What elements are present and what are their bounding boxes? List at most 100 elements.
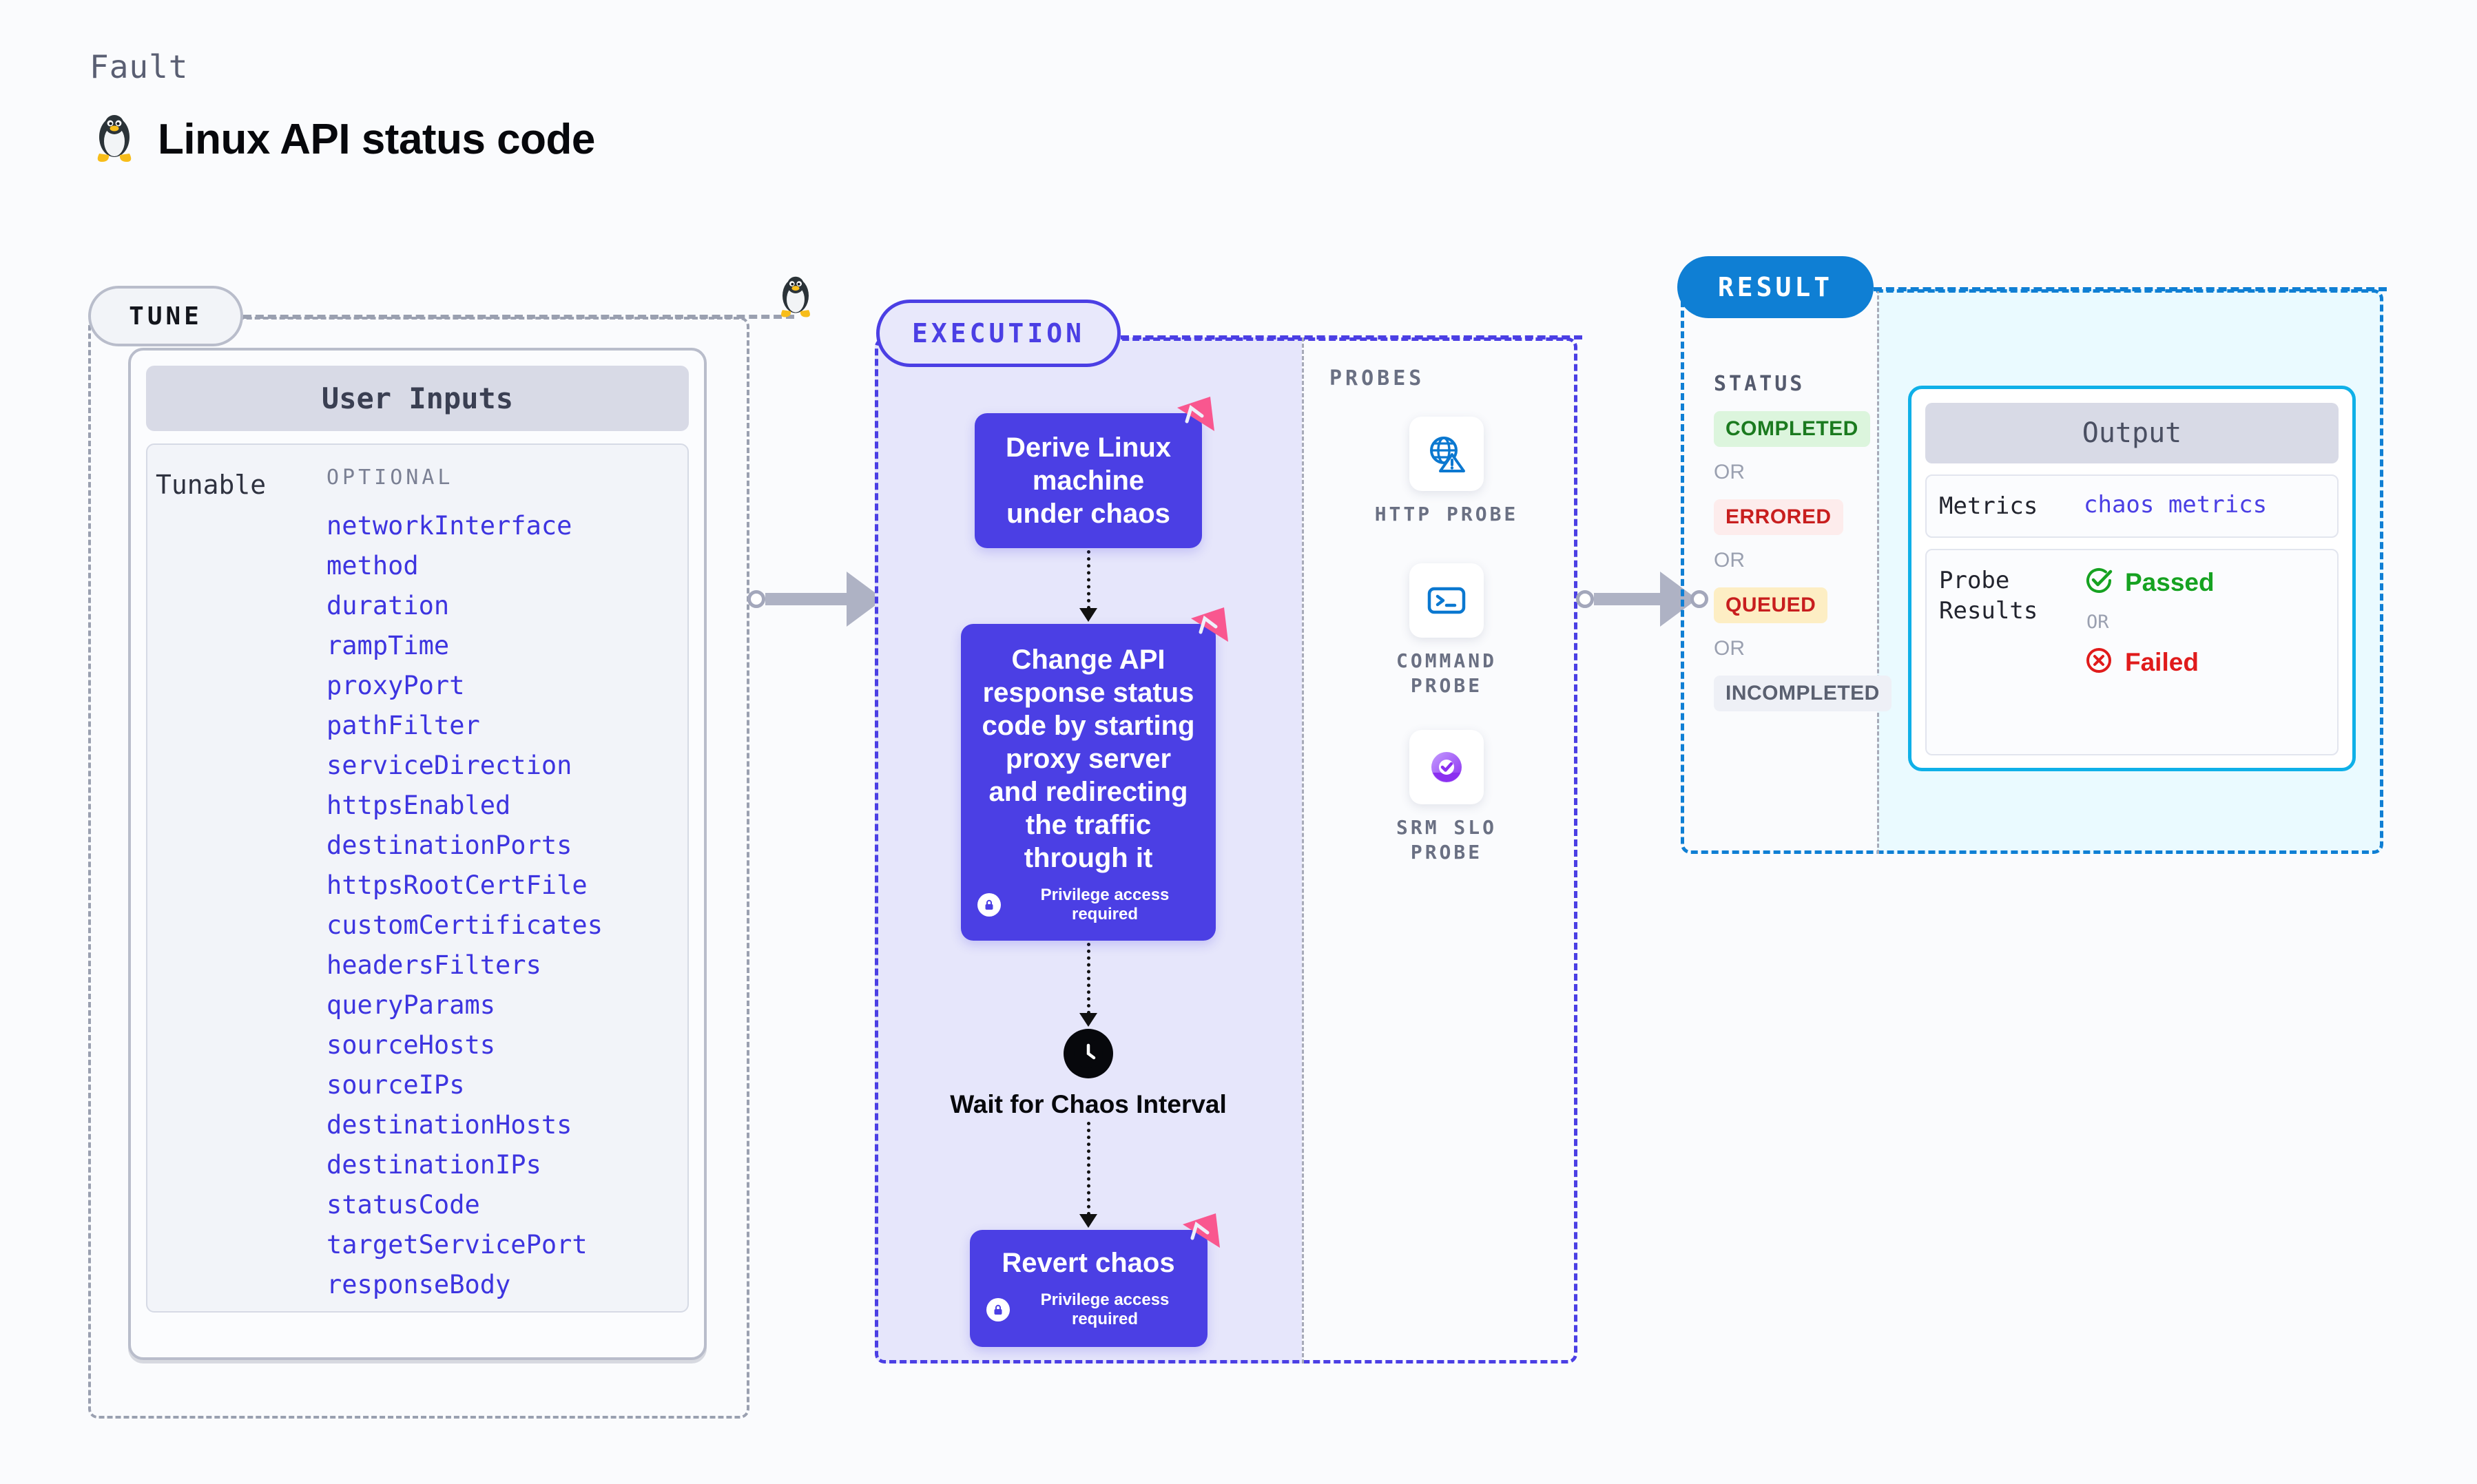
user-inputs-title: User Inputs xyxy=(146,366,689,431)
tune-connector-dash xyxy=(243,315,794,319)
probe-result-failed: Failed xyxy=(2084,645,2215,679)
param-item[interactable]: sourceHosts xyxy=(327,1030,496,1060)
probe-results-values: Passed OR Failed xyxy=(2084,565,2215,679)
execution-badge: EXECUTION xyxy=(876,300,1121,367)
tune-section: TUNE User Inputs Tunable OPTIONAL networ… xyxy=(88,276,810,1419)
status-column: STATUS COMPLETED OR ERRORED OR QUEUED OR INCOM… xyxy=(1714,372,1892,711)
probes-panel: PROBES HTTP PROBE xyxy=(1316,337,1577,1363)
probe-http[interactable]: HTTP PROBE xyxy=(1371,417,1522,527)
param-list: networkInterface method duration rampTime pr… xyxy=(327,506,681,1311)
param-item[interactable]: networkInterface xyxy=(327,511,572,541)
fault-flag-icon xyxy=(1182,1213,1220,1248)
param-item[interactable]: serviceDirection xyxy=(327,751,572,780)
result-output-divider xyxy=(1877,289,1879,854)
probes-title: PROBES xyxy=(1329,366,1425,390)
param-item[interactable]: targetServicePort xyxy=(327,1230,588,1260)
terminal-icon xyxy=(1409,563,1484,638)
param-item[interactable]: statusCode xyxy=(327,1305,681,1311)
execution-step-title: Revert chaos xyxy=(1002,1248,1175,1278)
flow-arrow-2 xyxy=(875,941,1302,1029)
param-item[interactable]: headersFilters xyxy=(327,950,541,980)
execution-flow: Derive Linux machine under chaos Change … xyxy=(875,397,1302,1347)
privilege-text: Privilege access required xyxy=(1040,886,1170,923)
execution-step-revert-chaos[interactable]: Revert chaos Privilege access required xyxy=(969,1213,1220,1347)
probe-label: SRM SLO PROBE xyxy=(1396,816,1497,864)
param-item[interactable]: destinationHosts xyxy=(327,1110,572,1140)
param-item[interactable]: proxyPort xyxy=(327,671,465,700)
probe-label: HTTP PROBE xyxy=(1374,503,1519,525)
execution-step-change-status[interactable]: Change API response status code by start… xyxy=(961,607,1228,941)
status-or-label: OR xyxy=(1714,549,1745,572)
result-section: RESULT STATUS COMPLETED OR ERRORED OR QUEUED… xyxy=(1677,256,2387,854)
connector-tune-execution xyxy=(747,572,895,627)
lock-icon xyxy=(986,1298,1010,1321)
probe-result-or: OR xyxy=(2086,612,2109,633)
param-item[interactable]: destinationIPs xyxy=(327,1150,541,1180)
connector-dot-start xyxy=(747,590,765,608)
connector-dot-end xyxy=(1690,590,1708,608)
status-badge: ERRORED xyxy=(1714,499,1843,535)
status-badge: COMPLETED xyxy=(1714,411,1870,447)
execution-section: EXECUTION Derive Linux machine under cha… xyxy=(875,300,1582,1363)
tunable-label: Tunable xyxy=(156,470,267,500)
privilege-text: Privilege access required xyxy=(1040,1290,1170,1328)
flow-arrow-1 xyxy=(875,548,1302,624)
status-list: COMPLETED OR ERRORED OR QUEUED OR INCOMPLETED xyxy=(1714,396,1892,711)
fault-flag-icon xyxy=(1191,607,1228,642)
output-probe-results-row: Probe Results Passed OR xyxy=(1925,549,2339,755)
execution-step-derive[interactable]: Derive Linux machine under chaos xyxy=(975,397,1214,548)
connector-dot-start xyxy=(1576,590,1594,608)
param-item[interactable]: method xyxy=(327,551,419,581)
failed-label: Failed xyxy=(2125,647,2199,676)
page-kicker: Fault xyxy=(90,48,189,85)
status-or-label: OR xyxy=(1714,461,1745,483)
tunable-params-panel: Tunable OPTIONAL networkInterface method d… xyxy=(146,443,689,1313)
output-metrics-row: Metrics chaos metrics xyxy=(1925,474,2339,538)
param-item[interactable]: httpsEnabled xyxy=(327,791,511,820)
lock-icon xyxy=(977,893,1001,917)
param-item[interactable]: customCertificates xyxy=(327,910,603,940)
output-card: Output Metrics chaos metrics Probe Resul… xyxy=(1908,386,2356,771)
param-item[interactable]: duration xyxy=(327,591,450,620)
x-circle-icon xyxy=(2084,645,2114,679)
wait-label: Wait for Chaos Interval xyxy=(950,1090,1227,1118)
param-item[interactable]: sourceIPs xyxy=(327,1070,465,1100)
connector-execution-result xyxy=(1576,572,1708,627)
probe-srm-slo[interactable]: SRM SLO PROBE xyxy=(1371,730,1522,865)
probe-results-label: Probe Results xyxy=(1939,567,2038,625)
result-connector-dash xyxy=(1874,287,2387,291)
linux-penguin-icon-small xyxy=(777,275,814,323)
tune-badge: TUNE xyxy=(88,286,243,346)
user-inputs-card: User Inputs Tunable OPTIONAL networkInte… xyxy=(128,348,707,1360)
param-item[interactable]: responseBody xyxy=(327,1270,511,1299)
execution-step-title: Change API response status code by start… xyxy=(982,645,1195,873)
param-column: OPTIONAL networkInterface method duration r… xyxy=(327,466,681,1311)
result-badge: RESULT xyxy=(1677,256,1874,318)
param-item[interactable]: httpsRootCertFile xyxy=(327,870,588,900)
passed-label: Passed xyxy=(2125,567,2215,596)
param-item[interactable]: destinationPorts xyxy=(327,830,572,860)
privilege-note: Privilege access required xyxy=(977,886,1199,924)
param-item[interactable]: rampTime xyxy=(327,631,450,660)
execution-probes-divider xyxy=(1302,337,1304,1363)
privilege-note: Privilege access required xyxy=(986,1290,1191,1329)
probe-label: COMMAND PROBE xyxy=(1396,649,1497,697)
param-item[interactable]: pathFilter xyxy=(327,711,480,740)
execution-step-title: Derive Linux machine under chaos xyxy=(1005,432,1172,529)
slo-donut-check-icon xyxy=(1409,730,1484,804)
metrics-label: Metrics xyxy=(1939,492,2038,520)
param-item[interactable]: statusCode xyxy=(327,1190,480,1220)
status-title: STATUS xyxy=(1714,372,1805,396)
param-item[interactable]: queryParams xyxy=(327,990,496,1020)
status-or-label: OR xyxy=(1714,637,1745,660)
chaos-metrics-link[interactable]: chaos metrics xyxy=(2084,491,2268,519)
linux-penguin-icon xyxy=(93,114,136,165)
page-title: Linux API status code xyxy=(158,115,595,163)
probe-command[interactable]: COMMAND PROBE xyxy=(1371,563,1522,698)
status-badge: INCOMPLETED xyxy=(1714,676,1892,711)
clock-icon xyxy=(1064,1029,1113,1078)
optional-label: OPTIONAL xyxy=(327,466,454,490)
status-badge: QUEUED xyxy=(1714,587,1828,623)
connector-bar xyxy=(765,593,848,605)
